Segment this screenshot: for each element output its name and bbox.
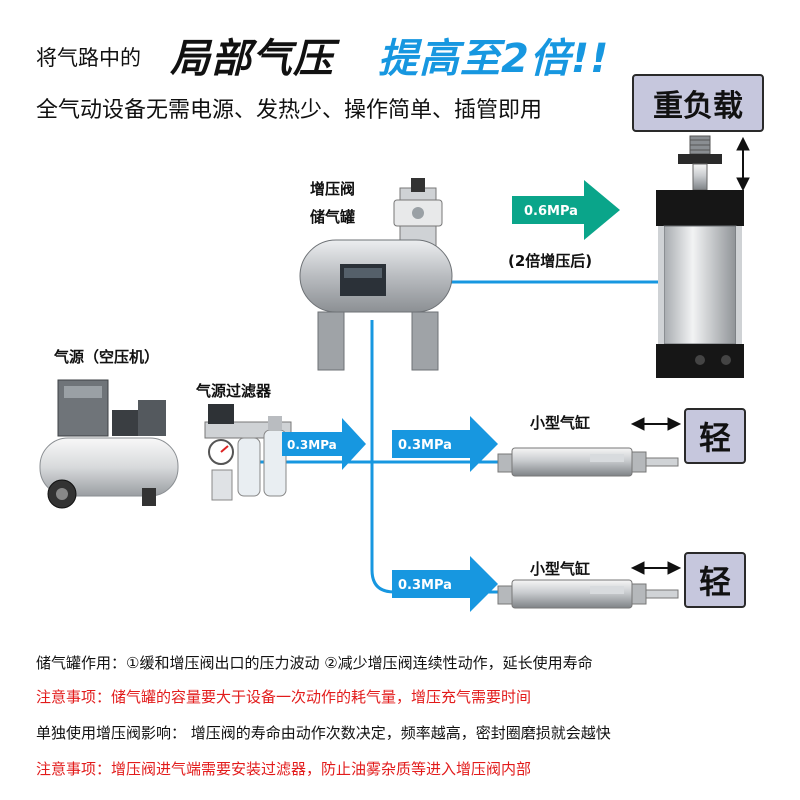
label-filter: 气源过滤器 — [196, 382, 272, 400]
headline-emphasis: 局部气压 — [170, 36, 334, 82]
arrow-branch-2: 0.3MPa — [392, 556, 498, 612]
cylinder-head-cap — [656, 190, 744, 226]
label-booster-valve: 增压阀 — [310, 180, 356, 198]
tank-leg-right — [411, 311, 439, 371]
label-small-cylinder-1: 小型气缸 — [530, 414, 591, 432]
light-load-box-2: 轻 — [684, 552, 746, 608]
horizontal-stroke-arrow-2 — [630, 561, 682, 575]
filter-knob — [208, 404, 234, 424]
note-tank-function: 储气罐作用：①缓和增压阀出口的压力波动 ②减少增压阀连续性动作，延长使用寿命 — [36, 654, 593, 672]
label-tank: 储气罐 — [310, 208, 356, 226]
label-small-cylinder-2: 小型气缸 — [530, 560, 591, 578]
filter-bowl — [237, 437, 261, 497]
subline: 全气动设备无需电源、发热少、操作简单、插管即用 — [36, 98, 543, 123]
air-filter — [204, 404, 292, 501]
compressor-regulator — [138, 400, 166, 436]
headline: 将气路中的 局部气压 提高至2倍!! — [0, 22, 800, 82]
booster-tank-unit — [299, 178, 453, 371]
headline-prefix: 将气路中的 — [36, 46, 141, 70]
heavy-load-box: 重负载 — [632, 74, 764, 132]
compressor-switch — [112, 410, 138, 436]
compressor-tank — [39, 437, 179, 497]
air-pipes — [250, 280, 660, 594]
tank-leg-left — [317, 311, 345, 371]
small-cylinder-2 — [497, 579, 679, 609]
arrow-boosted-pressure: 0.6MPa — [512, 180, 620, 240]
air-compressor — [39, 379, 179, 509]
small-cylinder-1 — [497, 447, 679, 477]
pressure-boosted-text: 0.6MPa — [524, 204, 578, 219]
small-cylinder-1-rod — [645, 457, 679, 467]
pressure-branch-2-text: 0.3MPa — [398, 578, 452, 593]
note-caution-filter: 注意事项：增压阀进气端需要安装过滤器，防止油雾杂质等进入增压阀内部 — [36, 760, 532, 778]
arrow-branch-1: 0.3MPa — [392, 416, 498, 472]
headline-highlight: 提高至2倍!! — [378, 36, 610, 82]
label-air-source: 气源（空压机） — [54, 348, 160, 366]
note-caution-tank: 注意事项：储气罐的容量要大于设备一次动作的耗气量，增压充气需要时间 — [36, 688, 532, 706]
pneumatic-diagram: 0.6MPa 0.3MPa 0.3MPa 0.3MPa — [39, 135, 750, 612]
arrow-filter-out: 0.3MPa — [282, 418, 366, 470]
cylinder-barrel — [663, 225, 737, 345]
cylinder-rod — [692, 163, 708, 191]
heavy-cylinder — [656, 135, 744, 378]
label-after-boost: (2倍增压后) — [508, 252, 593, 270]
note-standalone-impact: 单独使用增压阀影响： 增压阀的寿命由动作次数决定，频率越高，密封圈磨损就会越快 — [36, 724, 611, 742]
booster-valve-port — [411, 178, 425, 192]
pressure-filter-text: 0.3MPa — [287, 438, 337, 452]
light-load-box-1: 轻 — [684, 408, 746, 464]
horizontal-stroke-arrow-1 — [630, 417, 682, 431]
pressure-branch-1-text: 0.3MPa — [398, 438, 452, 453]
vertical-stroke-arrow — [736, 136, 750, 192]
small-cylinder-2-rod — [645, 589, 679, 599]
